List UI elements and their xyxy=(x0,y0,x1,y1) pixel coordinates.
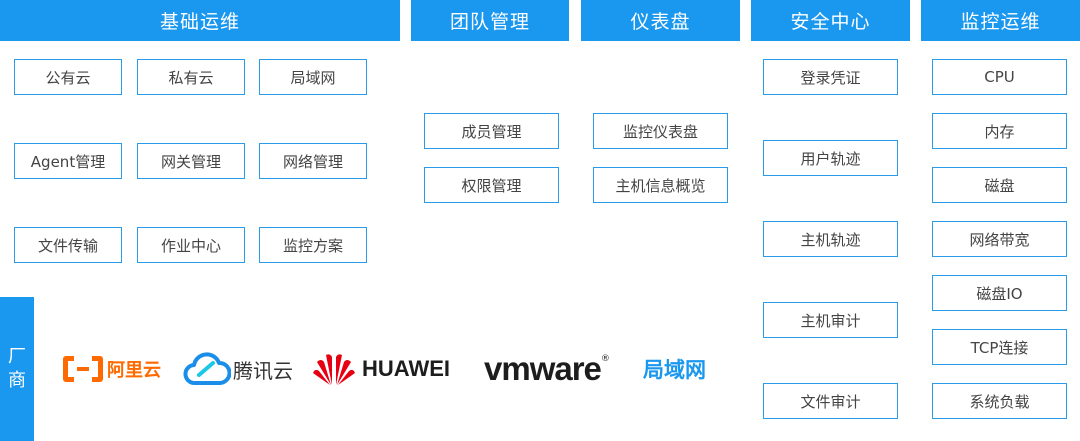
vmware-logo: vmware ® xyxy=(484,350,610,388)
vmware-text: vmware xyxy=(484,350,602,387)
aliyun-logo: 阿里云 xyxy=(62,353,161,385)
header-basic-ops: 基础运维 xyxy=(0,0,400,41)
box-host-overview[interactable]: 主机信息概览 xyxy=(593,167,728,203)
box-cpu[interactable]: CPU xyxy=(932,59,1067,95)
box-system-load[interactable]: 系统负载 xyxy=(932,383,1067,419)
vendor-tab: 厂 商 xyxy=(0,297,34,441)
box-monitor-dashboard[interactable]: 监控仪表盘 xyxy=(593,113,728,149)
vendor-tab-label-2: 商 xyxy=(8,370,26,391)
box-disk-io[interactable]: 磁盘IO xyxy=(932,275,1067,311)
header-dashboard: 仪表盘 xyxy=(581,0,740,41)
box-file-audit[interactable]: 文件审计 xyxy=(763,383,898,419)
header-security: 安全中心 xyxy=(751,0,910,41)
box-tcp-connection[interactable]: TCP连接 xyxy=(932,329,1067,365)
box-network-mgmt[interactable]: 网络管理 xyxy=(259,143,367,179)
box-member-mgmt[interactable]: 成员管理 xyxy=(424,113,559,149)
huawei-logo: HUAWEI xyxy=(312,351,450,387)
box-memory[interactable]: 内存 xyxy=(932,113,1067,149)
box-disk[interactable]: 磁盘 xyxy=(932,167,1067,203)
box-user-trace[interactable]: 用户轨迹 xyxy=(763,140,898,176)
box-public-cloud[interactable]: 公有云 xyxy=(14,59,122,95)
vendor-tab-label-1: 厂 xyxy=(8,346,26,367)
box-login-credential[interactable]: 登录凭证 xyxy=(763,59,898,95)
tencent-cloud-logo: 腾讯云 xyxy=(183,351,293,387)
box-monitor-plan[interactable]: 监控方案 xyxy=(259,227,367,263)
huawei-icon xyxy=(313,354,355,385)
box-gateway-mgmt[interactable]: 网关管理 xyxy=(137,143,245,179)
box-host-audit[interactable]: 主机审计 xyxy=(763,302,898,338)
tencent-cloud-text: 腾讯云 xyxy=(233,360,293,383)
box-lan[interactable]: 局域网 xyxy=(259,59,367,95)
lan-text: 局域网 xyxy=(643,359,706,382)
header-team: 团队管理 xyxy=(411,0,569,41)
box-private-cloud[interactable]: 私有云 xyxy=(137,59,245,95)
aliyun-icon xyxy=(63,356,103,382)
box-file-transfer[interactable]: 文件传输 xyxy=(14,227,122,263)
header-monitor: 监控运维 xyxy=(921,0,1080,41)
box-network-bandwidth[interactable]: 网络带宽 xyxy=(932,221,1067,257)
box-job-center[interactable]: 作业中心 xyxy=(137,227,245,263)
huawei-text: HUAWEI xyxy=(362,356,450,381)
lan-logo: 局域网 xyxy=(643,353,706,385)
registered-mark-icon: ® xyxy=(600,354,610,364)
box-agent-mgmt[interactable]: Agent管理 xyxy=(14,143,122,179)
aliyun-text: 阿里云 xyxy=(107,360,161,380)
tencent-cloud-icon xyxy=(183,352,231,385)
box-permission-mgmt[interactable]: 权限管理 xyxy=(424,167,559,203)
box-host-trace[interactable]: 主机轨迹 xyxy=(763,221,898,257)
